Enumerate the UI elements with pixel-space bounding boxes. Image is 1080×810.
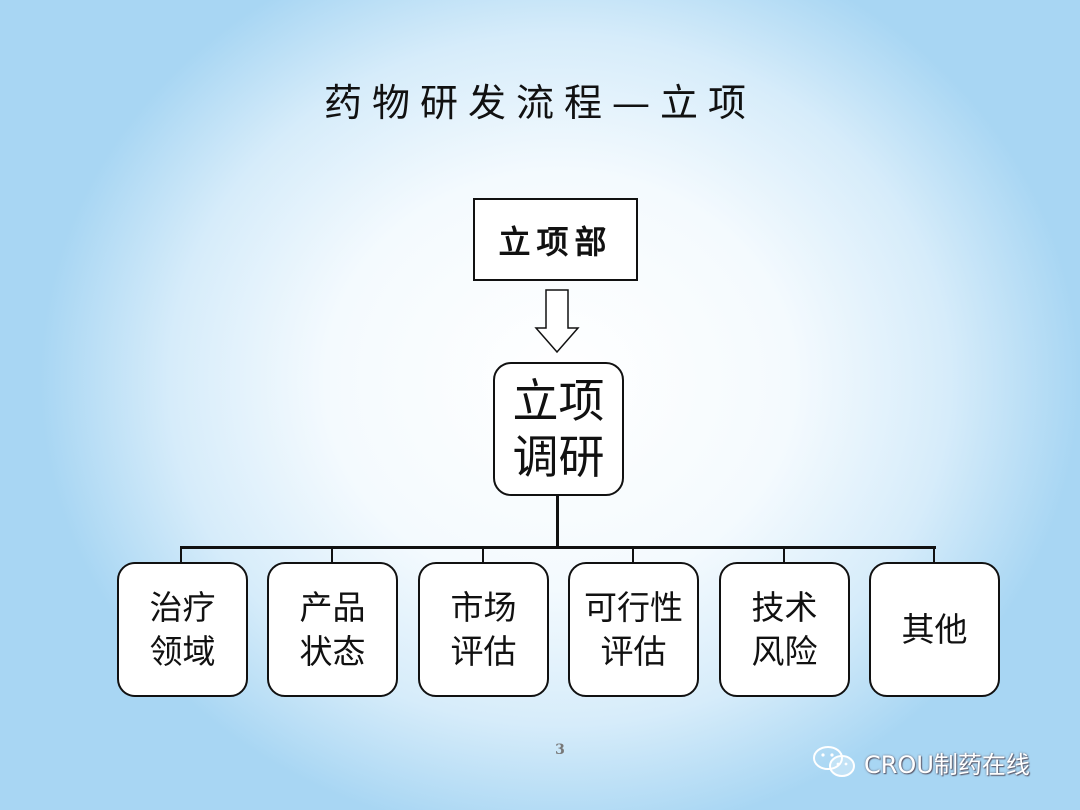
leaf-line2: 状态 — [299, 631, 366, 671]
leaf-line1: 其他 — [901, 609, 968, 649]
department-box: 立项部 — [473, 198, 638, 281]
connector-horizontal — [180, 546, 936, 549]
page-number: 3 — [555, 742, 565, 758]
slide-title: 药物研发流程—立项 — [323, 81, 756, 125]
connector-drop — [180, 546, 182, 563]
down-arrow-icon — [534, 289, 580, 354]
leaf-line1: 可行性 — [584, 587, 683, 627]
leaf-box-product-status: 产品状态 — [267, 562, 398, 697]
connector-drop — [331, 546, 333, 563]
leaf-line1: 市场 — [450, 587, 517, 627]
connector-drop — [482, 546, 484, 563]
leaf-line1: 技术 — [751, 587, 818, 627]
leaf-box-feasibility: 可行性评估 — [568, 562, 699, 697]
leaf-line2: 风险 — [751, 631, 818, 671]
leaf-box-technical-risk: 技术风险 — [719, 562, 850, 697]
watermark-text: CROU制药在线 — [864, 750, 1030, 779]
leaf-line1: 治疗 — [149, 587, 216, 627]
research-box: 立项调研 — [493, 362, 624, 496]
leaf-line2: 评估 — [450, 631, 517, 671]
leaf-line1: 产品 — [299, 587, 366, 627]
wechat-icon — [813, 746, 855, 777]
leaf-box-market-evaluation: 市场评估 — [418, 562, 549, 697]
connector-drop — [933, 546, 935, 563]
connector-drop — [783, 546, 785, 563]
connector-vertical — [556, 494, 559, 549]
leaf-line2: 领域 — [149, 631, 216, 671]
leaf-box-other: 其他 — [869, 562, 1000, 697]
connector-drop — [632, 546, 634, 563]
watermark: CROU制药在线 — [812, 744, 1030, 780]
research-line2: 调研 — [512, 430, 605, 484]
leaf-line2: 评估 — [600, 631, 667, 671]
research-line1: 立项 — [512, 374, 605, 428]
leaf-box-therapeutic-area: 治疗领域 — [117, 562, 248, 697]
